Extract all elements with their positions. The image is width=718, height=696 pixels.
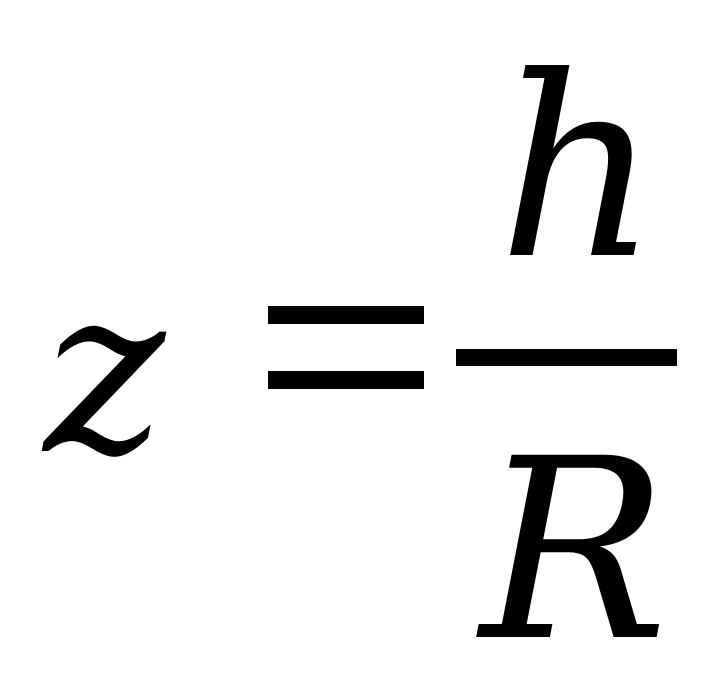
equals-bar-bottom <box>268 371 424 389</box>
fraction-bar <box>456 349 677 366</box>
fraction-denominator: R <box>480 405 669 696</box>
lhs-variable: z <box>44 239 166 506</box>
equals-bar-top <box>268 306 424 324</box>
fraction-numerator: h <box>498 23 660 314</box>
